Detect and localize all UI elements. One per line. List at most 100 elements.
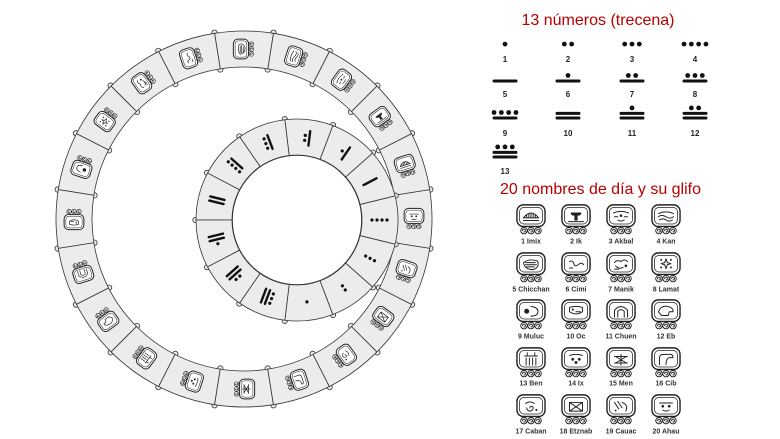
day-ring-segment <box>312 50 378 113</box>
day-item-ben: 13 Ben <box>516 347 546 388</box>
numeral-8-icon <box>682 73 708 83</box>
numeral-10-icon <box>555 111 581 120</box>
eb-glyph-icon <box>95 307 120 333</box>
numeral-12-icon <box>225 265 242 282</box>
day-item-chuen: 11 Chuen <box>605 299 637 341</box>
day-item-kan: 4 Kan <box>651 204 681 246</box>
day-label: 17 Caban <box>515 429 546 436</box>
day-label: 10 Oc <box>566 334 585 341</box>
day-label: 2 Ik <box>570 239 582 246</box>
numeral-dot <box>262 137 266 141</box>
day-ring-segment <box>393 189 433 249</box>
ben-glyph-icon <box>132 345 158 370</box>
number-ring <box>192 116 399 324</box>
numeral-6-icon <box>555 73 581 83</box>
imix-glyph-icon <box>393 153 416 178</box>
numeral-bar <box>555 79 581 83</box>
numeral-bar <box>263 289 272 306</box>
numeral-dot <box>696 105 702 111</box>
cib-glyph-icon <box>651 347 681 378</box>
numeral-dot <box>495 144 501 150</box>
numeral-dot <box>303 138 307 142</box>
chicchan-glyph-icon <box>516 252 546 283</box>
number-label: 1 <box>503 55 508 64</box>
calendar-wheel <box>54 29 434 409</box>
number-item: 5 <box>492 79 518 99</box>
number-ring-segment <box>195 172 240 221</box>
day-ring-segment <box>158 353 221 406</box>
numeral-7-icon <box>303 129 312 147</box>
numeral-1-icon <box>305 300 309 304</box>
number-item: 9 <box>491 110 519 138</box>
numeral-bar <box>259 287 268 304</box>
day-label: 13 Ben <box>520 381 543 388</box>
number-label: 11 <box>628 129 637 138</box>
number-ring-segment <box>239 272 290 321</box>
number-label: 2 <box>566 55 571 64</box>
numeral-dot <box>688 41 694 47</box>
numeral-dot <box>216 242 220 246</box>
numeral-bar <box>209 195 226 202</box>
day-ring-segment <box>158 32 221 85</box>
numbers-panel-title: 13 números (trecena) <box>522 12 675 29</box>
numeral-dot <box>703 41 709 47</box>
day-item-cimi: 6 Cimi <box>561 252 591 294</box>
day-ring-segment <box>57 133 110 196</box>
day-item-imix: 1 Imix <box>516 204 546 246</box>
etznab-glyph-icon <box>370 305 395 331</box>
caban-glyph-icon <box>332 343 358 368</box>
numeral-dot <box>372 259 377 263</box>
numeral-7-icon <box>619 73 645 83</box>
day-item-akbal: 3 Akbal <box>606 204 636 246</box>
day-glyph-ring <box>54 29 434 409</box>
day-ring-segment <box>75 85 138 151</box>
cimi-glyph-icon <box>178 47 203 70</box>
akbal-glyph-icon <box>606 204 636 235</box>
numeral-dot <box>343 288 347 292</box>
day-ring-segment <box>55 189 95 249</box>
ahau-glyph-icon <box>651 394 681 425</box>
numeral-dot <box>625 73 631 78</box>
numeral-dot <box>303 133 307 137</box>
day-ring-segment <box>75 287 138 353</box>
day-label: 12 Eb <box>657 334 676 341</box>
numeral-dot <box>636 41 642 47</box>
numeral-dot <box>385 218 389 222</box>
number-item: 7 <box>619 73 645 99</box>
number-label: 5 <box>503 90 508 99</box>
day-label: 9 Muluc <box>518 334 544 341</box>
numeral-13-icon <box>259 287 275 306</box>
lamat-glyph-icon <box>651 252 681 283</box>
numeral-2-icon <box>561 41 575 47</box>
day-item-cauac: 19 Cauac <box>606 394 637 436</box>
day-ring-segment <box>214 30 274 70</box>
numeral-bar <box>307 129 312 147</box>
numeral-2-icon <box>340 284 347 292</box>
day-ring-segment <box>57 242 110 305</box>
day-label: 6 Cimi <box>565 287 586 294</box>
numeral-1-icon <box>502 41 508 47</box>
numeral-dot <box>685 73 691 78</box>
numeral-bar <box>228 268 242 281</box>
numeral-bar <box>492 116 518 120</box>
numeral-4-icon <box>370 218 389 222</box>
number-item: 2 <box>561 41 575 64</box>
number-item: 12 <box>682 105 708 138</box>
numeral-10-icon <box>208 195 226 206</box>
number-label: 6 <box>566 90 571 99</box>
numeral-13-icon <box>492 144 518 159</box>
numeral-9-icon <box>226 157 244 174</box>
numeral-dot <box>688 105 694 111</box>
day-label: 5 Chicchan <box>512 287 549 294</box>
numeral-dot <box>380 218 384 222</box>
day-label: 14 Ix <box>568 381 584 388</box>
numeral-bar <box>492 150 518 154</box>
day-label: 19 Cauac <box>606 429 637 436</box>
chuen-glyph-icon <box>72 260 95 285</box>
numeral-bar <box>266 133 274 151</box>
ik-glyph-icon <box>368 105 393 131</box>
day-label: 4 Kan <box>656 239 675 246</box>
